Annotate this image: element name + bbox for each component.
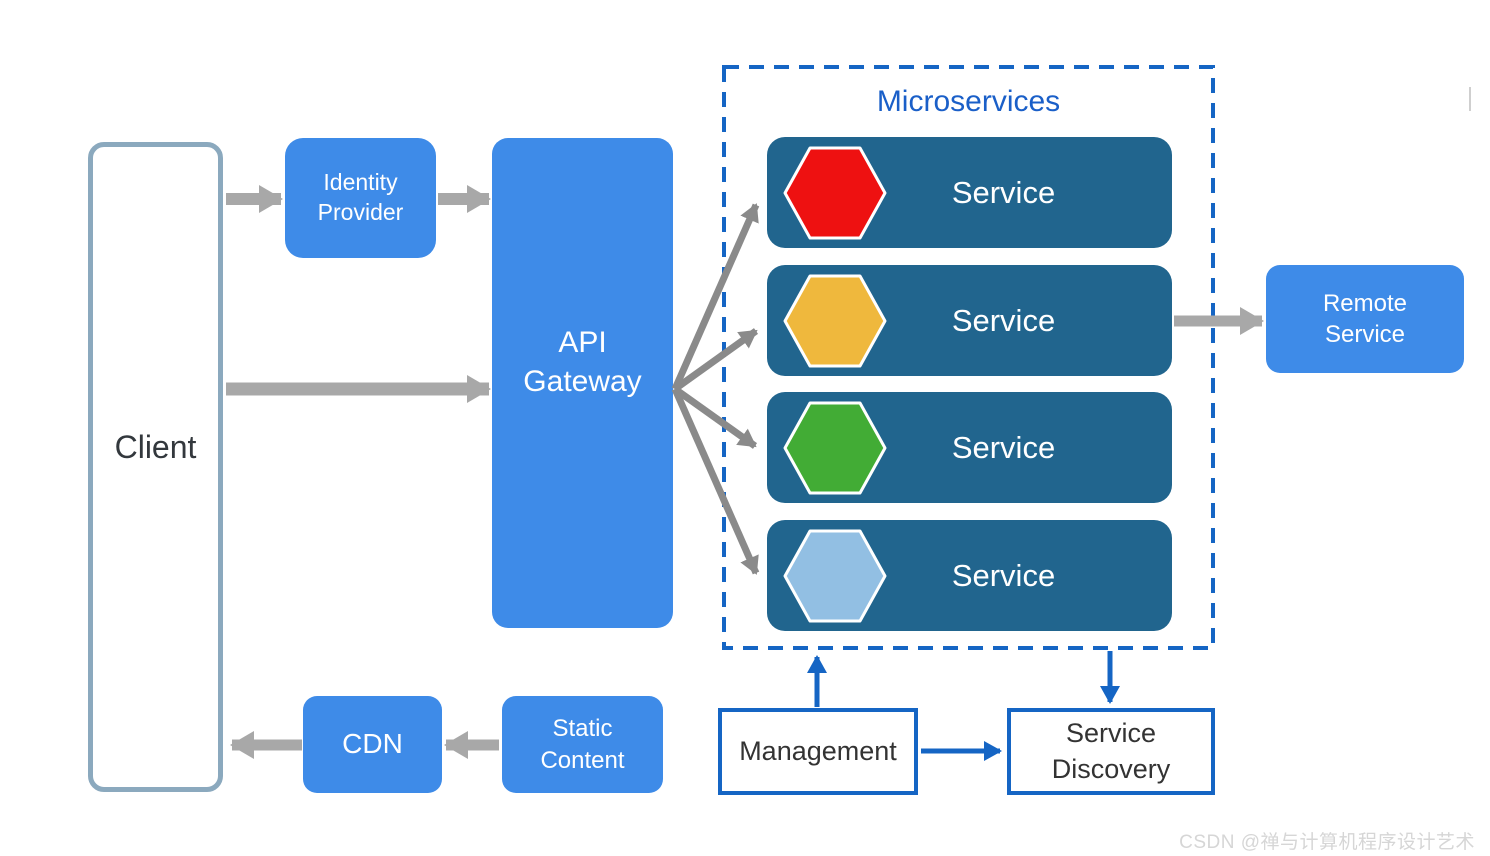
remote-service-label: Remote Service <box>1322 289 1408 348</box>
hexagon-yellow-icon <box>783 274 887 367</box>
screen-artifact-line <box>1469 87 1471 111</box>
service-node-1: Service <box>767 137 1172 248</box>
microservices-title: Microservices <box>876 85 1061 118</box>
service-node-4: Service <box>767 520 1172 631</box>
hexagon-lightblue-icon <box>783 529 887 622</box>
arrow-gateway-to-service1 <box>671 203 760 391</box>
service-label: Service <box>951 557 1056 593</box>
service-label: Service <box>951 302 1056 338</box>
hexagon-shape <box>783 529 887 622</box>
management-node: Management <box>718 708 918 795</box>
api-gateway-node: API Gateway <box>492 138 673 628</box>
service-node-2: Service <box>767 265 1172 376</box>
client-label: Client <box>114 428 197 465</box>
arrow-gateway-to-service4 <box>671 387 760 575</box>
hexagon-shape <box>783 274 887 367</box>
client-node: Client <box>88 142 223 792</box>
service-label: Service <box>951 174 1056 210</box>
service-discovery-label: Service Discovery <box>1051 718 1171 784</box>
hexagon-shape <box>783 146 887 239</box>
static-content-label: Static Content <box>540 715 625 774</box>
cdn-label: CDN <box>342 728 403 760</box>
service-node-3: Service <box>767 392 1172 503</box>
management-label: Management <box>739 735 897 766</box>
hexagon-red-icon <box>783 146 887 239</box>
hexagon-green-icon <box>783 401 887 494</box>
api-gateway-label: API Gateway <box>523 326 642 398</box>
arrow-gateway-to-service3 <box>672 386 758 449</box>
service-discovery-node: Service Discovery <box>1007 708 1215 795</box>
csdn-watermark: CSDN @禅与计算机程序设计艺术 <box>1179 832 1475 853</box>
cdn-node: CDN <box>303 696 442 793</box>
hexagon-shape <box>783 401 887 494</box>
service-label: Service <box>951 429 1056 465</box>
remote-service-node: Remote Service <box>1266 265 1464 373</box>
arrow-gateway-to-service2 <box>672 328 759 392</box>
identity-provider-node: Identity Provider <box>285 138 436 258</box>
identity-provider-label: Identity Provider <box>317 169 404 225</box>
static-content-node: Static Content <box>502 696 663 793</box>
